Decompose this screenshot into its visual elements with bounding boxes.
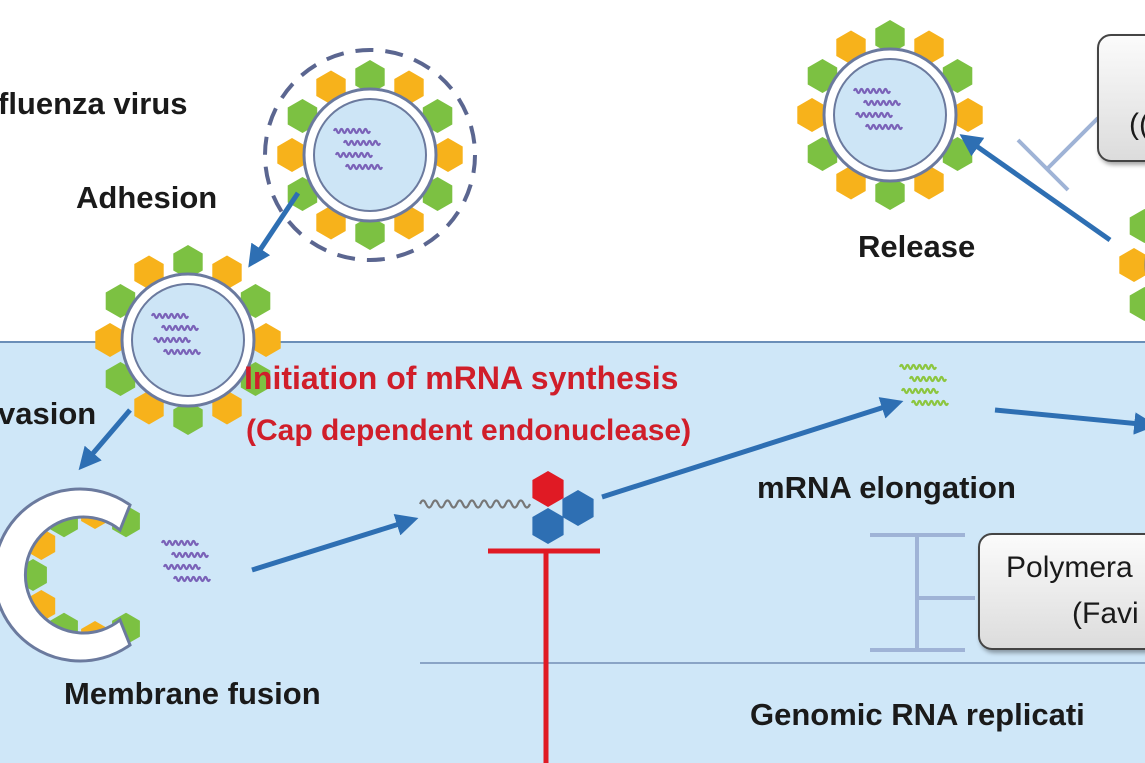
rna-strand bbox=[334, 151, 374, 159]
adhesion-arrow bbox=[248, 191, 301, 268]
surface-protein-hexagon bbox=[355, 60, 385, 94]
rna-strand bbox=[172, 575, 212, 583]
release-label: Release bbox=[858, 229, 976, 264]
rna-strand bbox=[152, 336, 192, 344]
rna-strand bbox=[908, 375, 948, 383]
surface-protein-hexagon bbox=[355, 216, 385, 250]
rna-strand bbox=[162, 348, 202, 356]
process-arrows bbox=[78, 134, 1145, 573]
endonuclease-inhibitor-symbol bbox=[488, 548, 600, 763]
fusing-virion bbox=[0, 487, 140, 663]
mrna-elongation-label: mRNA elongation bbox=[757, 470, 1016, 505]
polymerase-box-line1: Polymera bbox=[1006, 551, 1133, 584]
rna-strand bbox=[344, 163, 384, 171]
virus-layer bbox=[0, 20, 1145, 663]
pa-subunit-hexagon bbox=[532, 471, 564, 507]
membrane-fusion-label: Membrane fusion bbox=[64, 676, 321, 711]
surface-protein-hexagon bbox=[173, 245, 203, 279]
initiation-to-elongation-arrow bbox=[601, 397, 904, 500]
initiation-subtitle: (Cap dependent endonuclease) bbox=[246, 414, 692, 447]
surface-protein-hexagon bbox=[1129, 287, 1145, 321]
influenza-virion-invasion bbox=[95, 245, 281, 435]
receptor-ring bbox=[263, 48, 477, 262]
surface-protein-hexagon bbox=[277, 138, 307, 172]
fusion-to-mrna-arrow bbox=[251, 513, 419, 573]
rna-strand bbox=[864, 123, 904, 131]
surface-protein-hexagon bbox=[433, 138, 463, 172]
surface-protein-hexagon bbox=[251, 323, 281, 357]
polymerase-inhibitor-box: Polymera (Favi bbox=[978, 533, 1145, 650]
rna-strand bbox=[332, 127, 372, 135]
rna-strand bbox=[342, 139, 382, 147]
influenza-virus-label: fluenza virus bbox=[0, 86, 188, 121]
surface-protein-hexagon bbox=[1129, 209, 1145, 243]
invasion-label: vasion bbox=[0, 396, 97, 431]
capped-host-mrna bbox=[418, 499, 532, 509]
elongation-to-right-arrow bbox=[994, 407, 1145, 435]
influenza-virion-budding bbox=[1119, 209, 1145, 321]
elongating-mrna bbox=[898, 363, 950, 407]
top-box-text: (( bbox=[1129, 108, 1145, 141]
surface-protein-hexagon bbox=[875, 176, 905, 210]
pb1-subunit-hexagon bbox=[532, 508, 564, 544]
rna-strand bbox=[160, 539, 200, 547]
rna-strand bbox=[898, 363, 938, 371]
virion-rna bbox=[852, 87, 904, 131]
surface-protein-hexagon bbox=[1119, 248, 1145, 282]
release-arrow bbox=[959, 134, 1112, 243]
rna-strand bbox=[160, 324, 200, 332]
rna-layer bbox=[160, 363, 950, 583]
surface-protein-hexagon bbox=[95, 323, 125, 357]
polymerase-inhibitor-symbol bbox=[870, 533, 975, 652]
release-inhibitor-symbol bbox=[1016, 116, 1100, 192]
rna-strand bbox=[910, 399, 950, 407]
released-rna bbox=[160, 539, 212, 583]
polymerase-complex bbox=[532, 471, 594, 544]
adhesion-label: Adhesion bbox=[76, 180, 218, 215]
rna-strand bbox=[862, 99, 902, 107]
rna-strand bbox=[854, 111, 894, 119]
influenza-virion-released bbox=[797, 20, 983, 210]
rna-strand bbox=[852, 87, 892, 95]
initiation-title: Initiation of mRNA synthesis bbox=[244, 360, 679, 396]
virion-rna bbox=[332, 127, 384, 171]
rna-strand bbox=[150, 312, 190, 320]
surface-protein-hexagon bbox=[875, 20, 905, 54]
pb2-subunit-hexagon bbox=[562, 490, 594, 526]
invasion-arrow bbox=[78, 408, 132, 471]
surface-protein-hexagon bbox=[953, 98, 983, 132]
rna-strand bbox=[162, 563, 202, 571]
influenza-virion-adhesion bbox=[263, 48, 477, 262]
rna-strand bbox=[170, 551, 210, 559]
rna-strand bbox=[900, 387, 940, 395]
virion-rna bbox=[150, 312, 202, 356]
fusing-envelope bbox=[0, 487, 132, 663]
surface-protein-hexagon bbox=[173, 401, 203, 435]
genomic-replication-label: Genomic RNA replicati bbox=[750, 697, 1085, 732]
surface-protein-hexagon bbox=[797, 98, 827, 132]
neuraminidase-inhibitor-box: (( bbox=[1097, 34, 1145, 162]
polymerase-box-line2: (Favi bbox=[1072, 597, 1139, 630]
